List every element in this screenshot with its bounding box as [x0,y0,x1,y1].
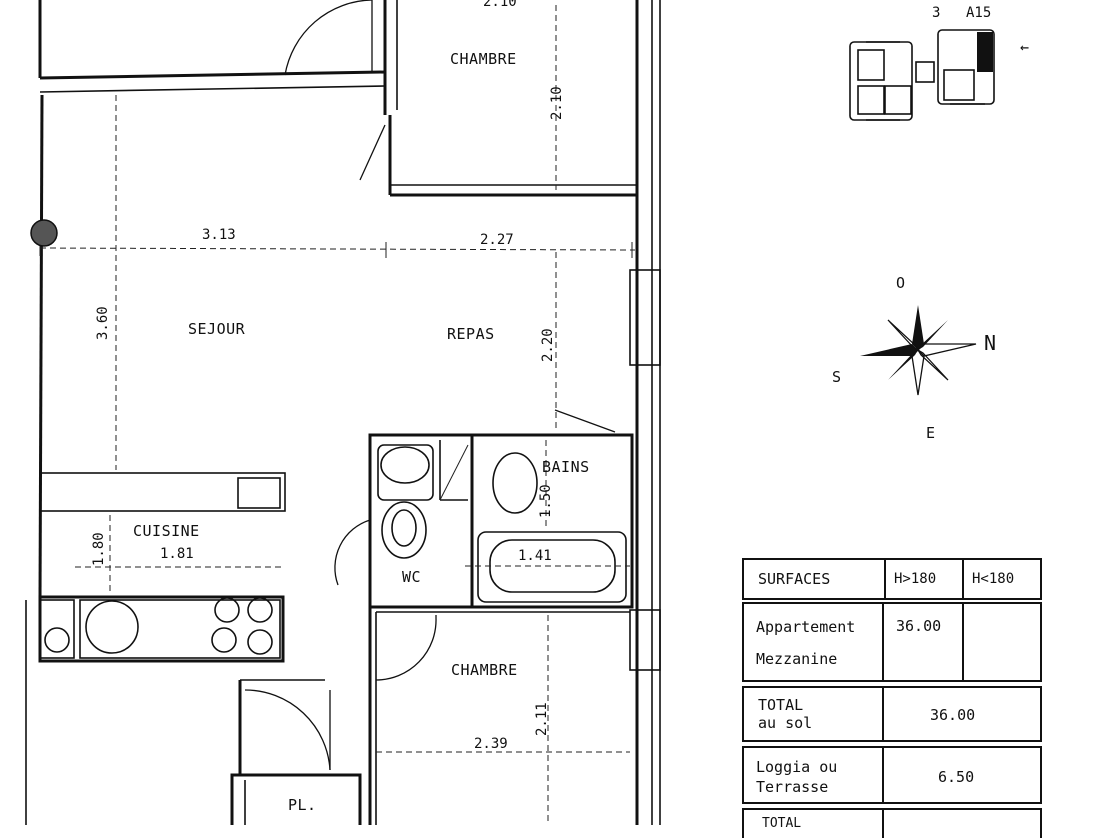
dim-repas-height: 2.20 [540,328,556,362]
dim-top-partial: 2.10 [483,0,517,10]
wet-rooms [334,409,634,609]
loggia-value-cell: 6.50 [882,748,1042,802]
surfaces-total-bottom-row: TOTAL [742,808,1042,838]
room-placard: PL. [288,796,317,814]
dim-chambre-bottom-width: 2.39 [474,736,508,752]
loggia-line2: Terrasse [756,778,829,796]
room-wc: WC [402,568,421,586]
room-bains: BAINS [542,458,590,476]
surfaces-total-sol-row: TOTAL au sol 36.00 [742,686,1042,742]
appartement-col2-cell [962,604,1042,680]
compass-north: N [984,331,997,355]
loggia-line1: Loggia ou [756,758,838,776]
total-bottom-label: TOTAL [762,816,802,831]
dim-repas-width: 2.27 [480,232,514,248]
dim-bath-width: 1.41 [518,548,552,564]
locator-unit: A15 [966,5,991,21]
total-sol-value-cell: 36.00 [882,688,1042,740]
dimension-labels: 2.10 2.10 3.13 2.27 3.60 2.20 1.80 1.81 … [91,0,565,752]
loggia-value: 6.50 [938,768,975,786]
compass-west: O [896,274,906,292]
dim-sejour-height: 3.60 [95,306,111,340]
compass-rose: O N S E [832,274,997,442]
unit-highlight [977,32,993,72]
total-bottom-value-cell [882,810,1042,838]
surfaces-header-row: SURFACES H>180 H<180 [742,558,1042,600]
surfaces-col2-cell: H<180 [962,560,1042,598]
kitchen [38,472,286,663]
appartement-value-cell: 36.00 [882,604,962,680]
appartement-value: 36.00 [896,617,942,635]
locator-arrow: ← [1020,38,1030,56]
appartement-label: Appartement [756,618,856,636]
surfaces-appartement-row: Appartement Mezzanine 36.00 [742,602,1042,682]
surfaces-header-col2: H<180 [972,571,1015,587]
surfaces-header-label: SURFACES [758,570,831,588]
total-sol-value: 36.00 [930,706,976,724]
total-sol-line2: au sol [758,714,813,732]
total-sol-line1: TOTAL [758,696,804,714]
surfaces-col1-cell: H>180 [884,560,964,598]
mezzanine-label: Mezzanine [756,650,838,668]
room-cuisine: CUISINE [133,522,200,540]
compass-south: S [832,368,842,386]
column-mark [30,219,58,247]
surfaces-header-col1: H>180 [894,571,937,587]
door-top [284,0,386,181]
room-chambre-bottom: CHAMBRE [451,661,518,679]
key-plan: 3 A15 ← [849,5,1030,121]
room-labels: CHAMBRE SEJOUR REPAS CUISINE BAINS WC CH… [133,50,590,814]
dim-bains-height: 1.50 [538,484,554,518]
room-chambre-top: CHAMBRE [450,50,517,68]
dim-cuisine-width: 1.81 [160,546,194,562]
room-repas: REPAS [447,325,495,343]
dimension-lines [39,5,636,825]
dim-chambre-bottom-height: 2.11 [534,702,550,736]
lower-rooms [230,607,630,837]
dim-chambre-top-height: 2.10 [549,86,565,120]
surfaces-loggia-row: Loggia ou Terrasse 6.50 [742,746,1042,804]
dim-cuisine-height: 1.80 [91,532,107,566]
walls [25,0,661,825]
compass-east: E [926,424,936,442]
dim-sejour-width: 3.13 [202,227,236,243]
room-sejour: SEJOUR [188,320,246,338]
locator-floor: 3 [932,5,940,21]
